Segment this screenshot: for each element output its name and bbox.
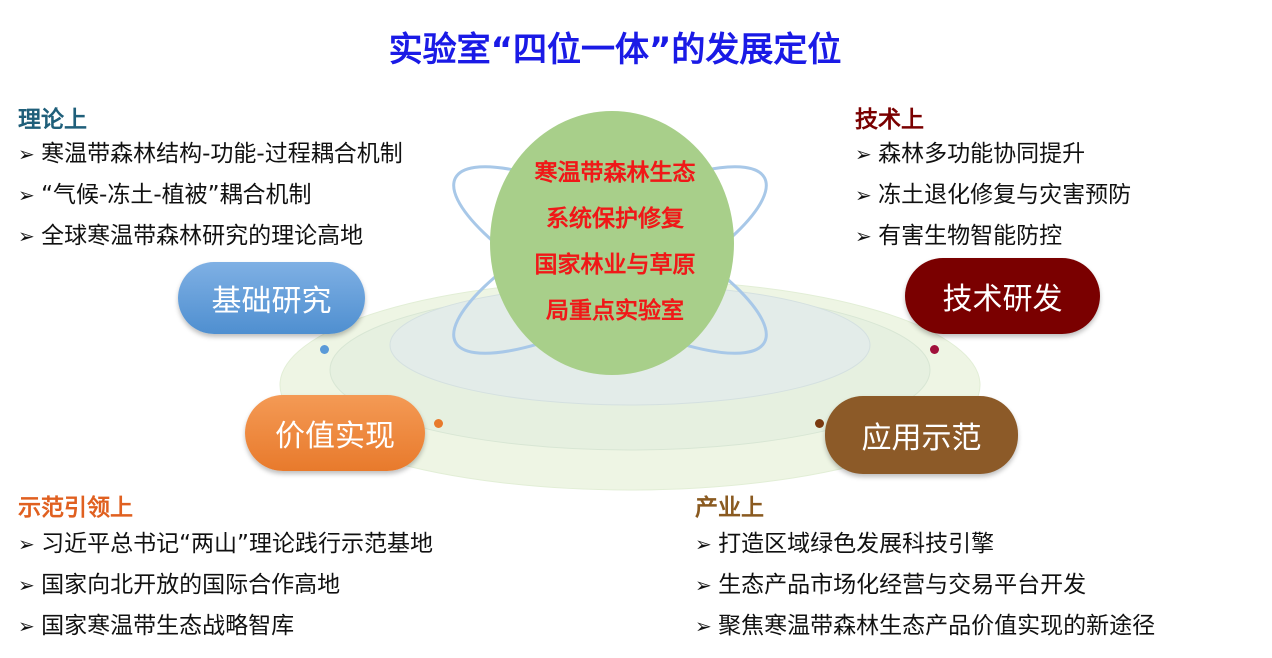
pillar-tech-development: 技术研发 — [905, 258, 1100, 334]
center-line: 系统保护修复 — [546, 206, 684, 232]
theory-list: 寒温带森林结构-功能-过程耦合机制 “气候-冻土-植被”耦合机制 全球寒温带森林… — [18, 134, 403, 257]
list-item: “气候-冻土-植被”耦合机制 — [18, 175, 403, 216]
pillar-value-realization: 价值实现 — [245, 395, 425, 471]
list-item: 聚焦寒温带森林生态产品价值实现的新途径 — [695, 606, 1155, 647]
brown-dot — [815, 419, 824, 428]
blue-dot — [320, 345, 329, 354]
list-item: 生态产品市场化经营与交易平台开发 — [695, 565, 1155, 606]
center-circle — [490, 111, 734, 375]
theory-heading: 理论上 — [18, 107, 87, 133]
industry-list: 打造区域绿色发展科技引擎 生态产品市场化经营与交易平台开发 聚焦寒温带森林生态产… — [695, 524, 1155, 647]
list-item: 国家寒温带生态战略智库 — [18, 606, 433, 647]
list-item: 国家向北开放的国际合作高地 — [18, 565, 433, 606]
list-item: 森林多功能协同提升 — [855, 134, 1131, 175]
pillar-application-demo: 应用示范 — [825, 396, 1018, 474]
list-item: 冻土退化修复与灾害预防 — [855, 175, 1131, 216]
center-line: 寒温带森林生态 — [534, 160, 696, 186]
center-line: 国家林业与草原 — [534, 252, 696, 278]
demo-heading: 示范引领上 — [18, 495, 133, 521]
list-item: 有害生物智能防控 — [855, 216, 1131, 257]
pillar-basic-research: 基础研究 — [178, 262, 365, 334]
page-title: 实验室“四位一体”的发展定位 — [388, 30, 842, 70]
tech-list: 森林多功能协同提升 冻土退化修复与灾害预防 有害生物智能防控 — [855, 134, 1131, 257]
tech-heading: 技术上 — [855, 107, 924, 133]
center-line: 局重点实验室 — [546, 298, 684, 324]
demo-list: 习近平总书记“两山”理论践行示范基地 国家向北开放的国际合作高地 国家寒温带生态… — [18, 524, 433, 647]
list-item: 打造区域绿色发展科技引擎 — [695, 524, 1155, 565]
list-item: 全球寒温带森林研究的理论高地 — [18, 216, 403, 257]
list-item: 习近平总书记“两山”理论践行示范基地 — [18, 524, 433, 565]
industry-heading: 产业上 — [695, 495, 764, 521]
list-item: 寒温带森林结构-功能-过程耦合机制 — [18, 134, 403, 175]
orange-dot — [434, 419, 443, 428]
red-dot — [930, 345, 939, 354]
center-label: 寒温带森林生态 系统保护修复 国家林业与草原 局重点实验室 — [500, 150, 730, 334]
